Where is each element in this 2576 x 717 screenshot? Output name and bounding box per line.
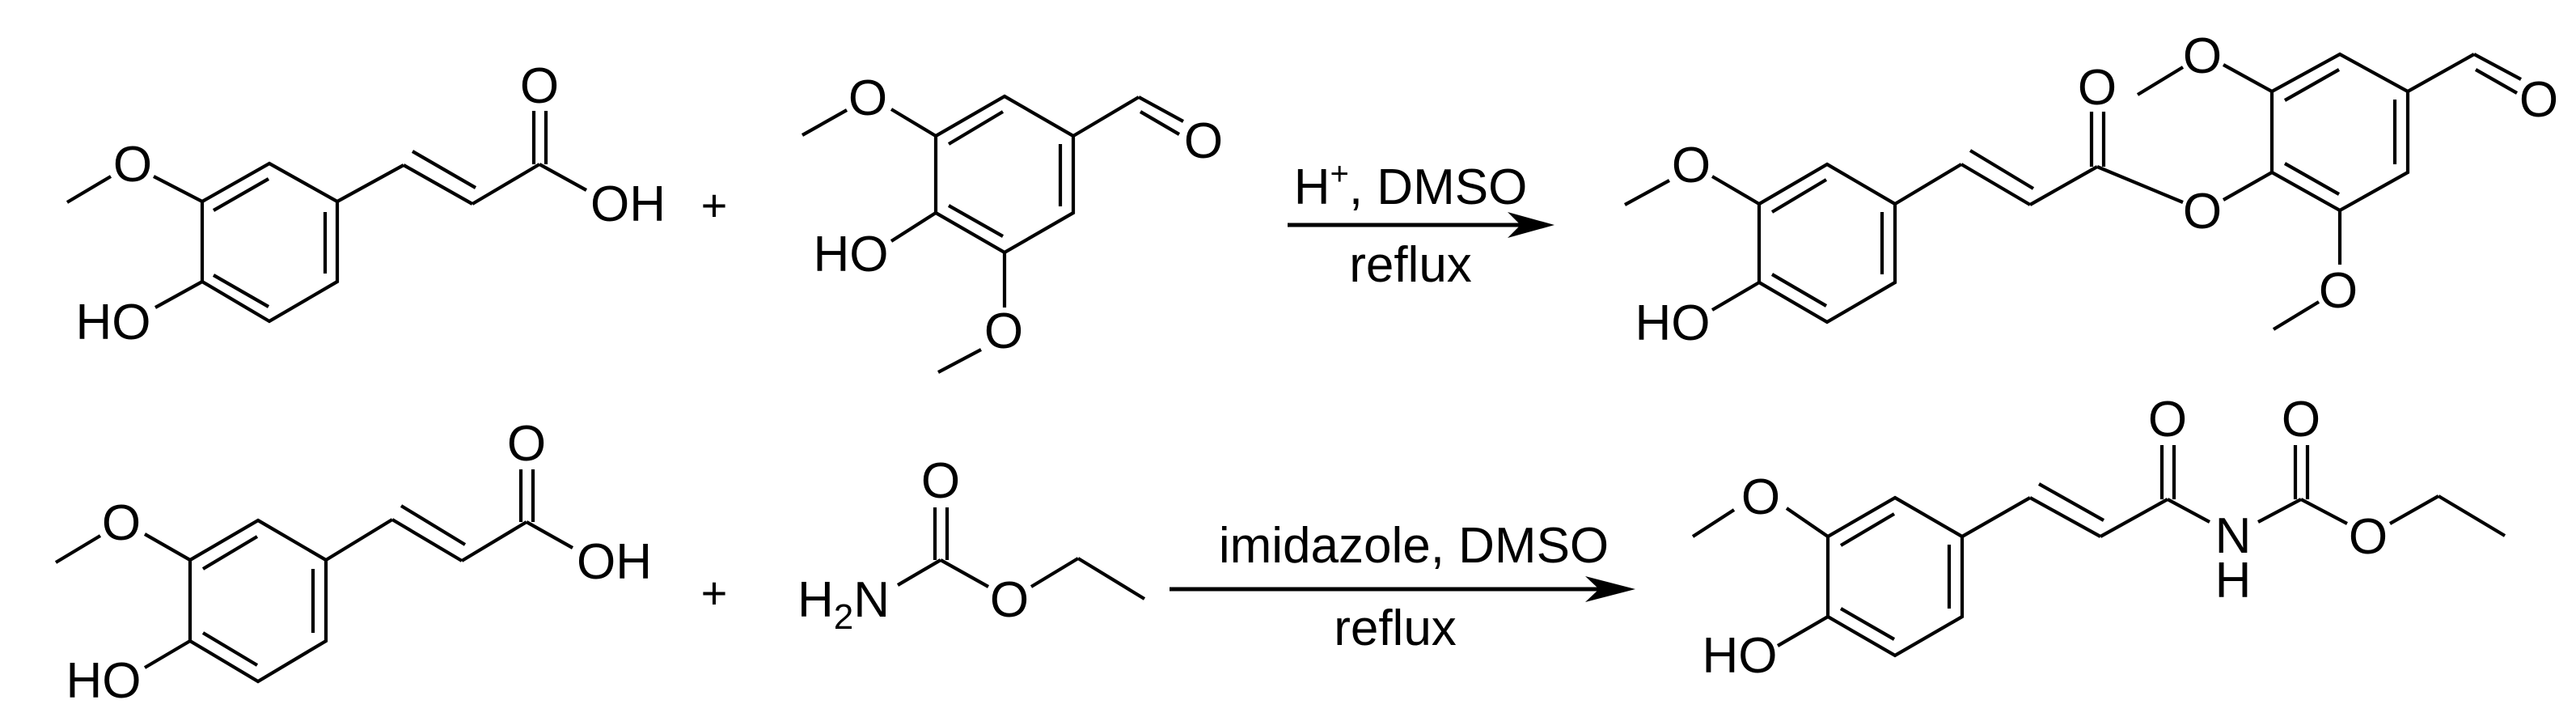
c-o-bond [939,558,990,588]
acid-oh-bond [538,163,588,192]
c-n-bond [2167,498,2210,524]
acid-oh-label: OH [577,534,652,590]
carbonyl-oxygen-label: O [520,58,559,114]
ester-oxygen-label: O [990,572,1029,628]
carbamate-oxygen-label: O [2282,392,2320,448]
ester-bond-right [2222,171,2274,202]
carbonyl-oxygen-label: O [921,453,960,509]
acid-oh-bond [525,520,574,549]
hydroxyl-label: HO [76,295,151,350]
methyl-bottom-bond [2272,300,2320,331]
methyl-bond [1691,508,1736,538]
methyl-bond [54,534,102,564]
product-2-structure: O HO O N H O O [1691,392,2506,684]
carbonyl-oxygen-label: O [2078,60,2117,116]
aldehyde-oxygen-label: O [2519,72,2558,128]
c-o-bond [2300,498,2348,525]
ester-oxygen-label: O [2183,184,2222,240]
methoxy-oxygen-label: O [113,137,152,193]
reaction-arrow-1: H+, DMSO reflux [1288,156,1554,293]
n-c-bond [896,558,942,587]
vinyl-chain [1961,482,2169,538]
hydroxyl-bond [890,211,937,243]
methyl-bond [66,175,112,204]
ethyl-bond-2 [1077,557,1146,600]
methoxy-bond [1785,507,1829,538]
reaction-arrow-2: imidazole, DMSO reflux [1170,518,1635,656]
conditions-above-1: H+, DMSO [1294,156,1528,215]
methyl-bond [1623,179,1671,206]
methoxy-bottom-oxygen-label: O [2319,263,2358,319]
ferulic-acid-structure-1: O HO O OH [66,58,666,350]
aldehyde-bond [1072,95,1140,138]
hydroxyl-label: HO [1703,628,1778,684]
hydroxyl-label: HO [1635,295,1711,351]
methyl-bottom-bond [937,348,982,374]
methoxy-top-bond [2222,63,2274,93]
reaction-1: O HO O OH + O [66,28,2558,374]
methoxy-oxygen-label: O [1741,469,1780,525]
methyl-top-bond [801,108,848,137]
methoxy-oxygen-label: O [1672,138,1711,193]
methoxy-oxygen-label: O [102,495,141,551]
hydroxyl-bond [1711,281,1761,312]
methoxy-bond [1711,175,1761,206]
product-1-structure: O HO O O O O [1623,28,2558,351]
methyl-top-bond [2136,66,2185,96]
nh-hydrogen-label: H [2215,553,2252,609]
ester-oxygen-label: O [2349,509,2388,565]
conditions-below-1: reflux [1349,237,1472,293]
aldehyde-bond [2406,53,2476,93]
amine-label: H2N [797,572,890,637]
conditions-below-2: reflux [1334,600,1457,656]
acid-oh-label: OH [590,176,666,232]
plus-sign-2: + [701,567,728,618]
nh-nitrogen-label: N [2215,508,2252,564]
hydroxyl-bond [154,280,204,309]
vinyl-chain [336,150,541,206]
ethyl-bond-1 [1030,557,1080,588]
vinyl-chain [324,504,528,562]
aldehyde-oxygen-label: O [1184,113,1223,169]
plus-sign-1: + [701,180,728,231]
conditions-above-2: imidazole, DMSO [1219,518,1609,574]
methoxy-top-oxygen-label: O [848,70,887,126]
hydroxyl-label: HO [814,227,889,282]
amide-oxygen-label: O [2148,392,2187,448]
methoxy-bottom-oxygen-label: O [984,303,1023,359]
ester-bond-left [2096,165,2184,204]
ethyl-bond-1 [2388,494,2440,525]
hydroxyl-bond [1776,615,1829,647]
methoxy-bond [143,532,192,562]
n-c-bond [2257,498,2302,524]
ethyl-carbamate-structure: H2N O O [797,453,1146,637]
reaction-2: O HO O OH + H2N O O [54,392,2506,709]
vinyl-chain [1893,149,2099,206]
ferulic-acid-structure-2: O HO O OH [54,416,652,709]
hydroxyl-label: HO [66,653,142,709]
methoxy-bond [153,175,203,203]
methoxy-top-bond [890,108,937,138]
carbonyl-oxygen-label: O [507,416,546,472]
syringaldehyde-structure: O HO O O [801,70,1223,374]
ethyl-bond-2 [2437,494,2506,537]
methoxy-top-oxygen-label: O [2183,28,2222,84]
hydroxyl-bond [143,639,192,669]
